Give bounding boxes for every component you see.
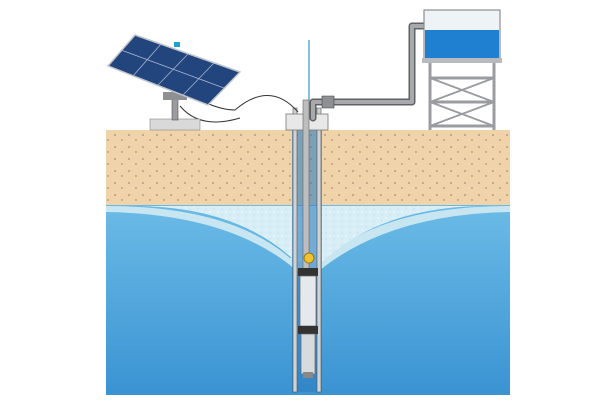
solar-panel: [106, 34, 242, 131]
submersible-pump: [298, 99, 318, 378]
water-tank-tower: [422, 9, 502, 130]
pipe: [309, 22, 430, 122]
cable: [179, 95, 299, 123]
